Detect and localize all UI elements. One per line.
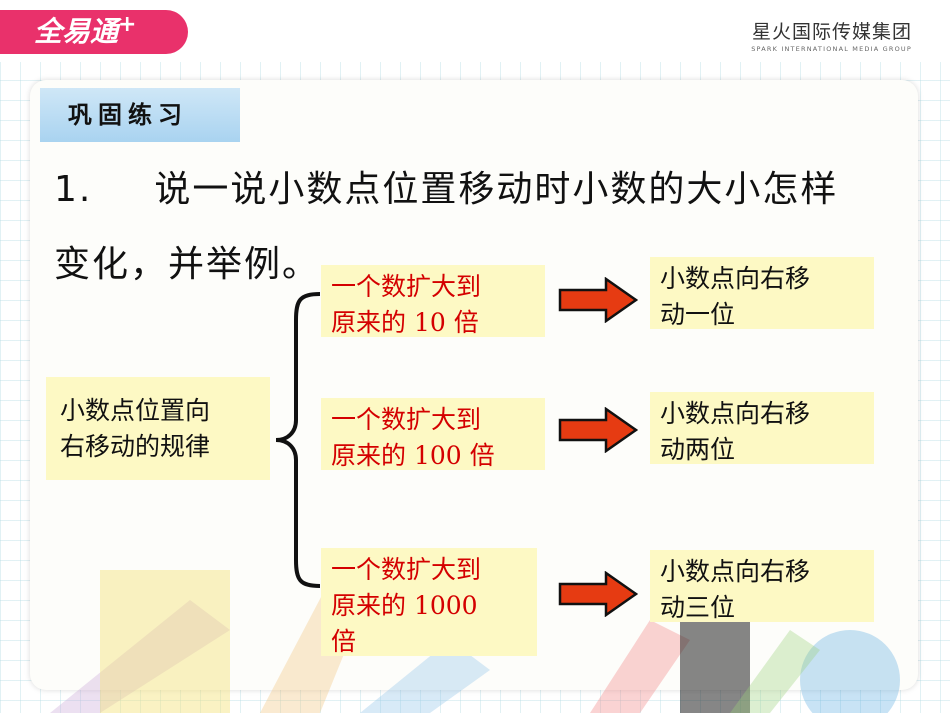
question-line-2: 变化，并举例。 <box>54 244 321 285</box>
rule-source-line-1: 小数点位置向 <box>60 396 211 425</box>
question-number: 1. <box>54 169 93 210</box>
condition-line-3: 倍 <box>331 627 357 656</box>
rule-source-line-2: 右移动的规律 <box>60 432 211 461</box>
condition-line-2: 原来的 100 倍 <box>331 441 495 470</box>
condition-box-100: 一个数扩大到 原来的 100 倍 <box>321 398 545 470</box>
condition-box-10: 一个数扩大到 原来的 10 倍 <box>321 265 545 337</box>
result-box-one: 小数点向右移 动一位 <box>650 257 874 329</box>
right-arrow-icon <box>558 571 638 617</box>
rule-source-box: 小数点位置向 右移动的规律 <box>46 377 270 480</box>
question-line-1: 1. 说一说小数点位置移动时小数的大小怎样 <box>54 160 838 212</box>
top-bar: 全易通+ 星火国际传媒集团 SPARK INTERNATIONAL MEDIA … <box>0 0 950 62</box>
result-line-2: 动三位 <box>660 593 736 622</box>
logo-text: 全易通 <box>34 15 119 48</box>
result-line-1: 小数点向右移 <box>660 399 811 428</box>
condition-box-1000: 一个数扩大到 原来的 1000 倍 <box>321 548 537 656</box>
right-arrow-icon <box>558 277 638 323</box>
result-line-2: 动一位 <box>660 300 736 329</box>
condition-line-2: 原来的 10 倍 <box>331 308 479 337</box>
condition-line-1: 一个数扩大到 <box>331 555 482 584</box>
logo-plus: + <box>118 12 137 37</box>
right-arrow-icon <box>558 407 638 453</box>
publisher-logo: 星火国际传媒集团 SPARK INTERNATIONAL MEDIA GROUP <box>751 17 912 53</box>
publisher-name-en: SPARK INTERNATIONAL MEDIA GROUP <box>751 45 912 53</box>
section-tag: 巩固练习 <box>40 88 240 142</box>
curly-brace <box>275 292 321 588</box>
brand-logo: 全易通+ <box>0 10 188 54</box>
condition-line-1: 一个数扩大到 <box>331 272 482 301</box>
condition-line-1: 一个数扩大到 <box>331 405 482 434</box>
condition-line-2: 原来的 1000 <box>331 591 478 620</box>
result-line-1: 小数点向右移 <box>660 264 811 293</box>
result-line-1: 小数点向右移 <box>660 557 811 586</box>
result-line-2: 动两位 <box>660 435 736 464</box>
result-box-two: 小数点向右移 动两位 <box>650 392 874 464</box>
result-box-three: 小数点向右移 动三位 <box>650 550 874 622</box>
publisher-name-cn: 星火国际传媒集团 <box>751 21 912 43</box>
question-text-1: 说一说小数点位置移动时小数的大小怎样 <box>154 169 839 210</box>
